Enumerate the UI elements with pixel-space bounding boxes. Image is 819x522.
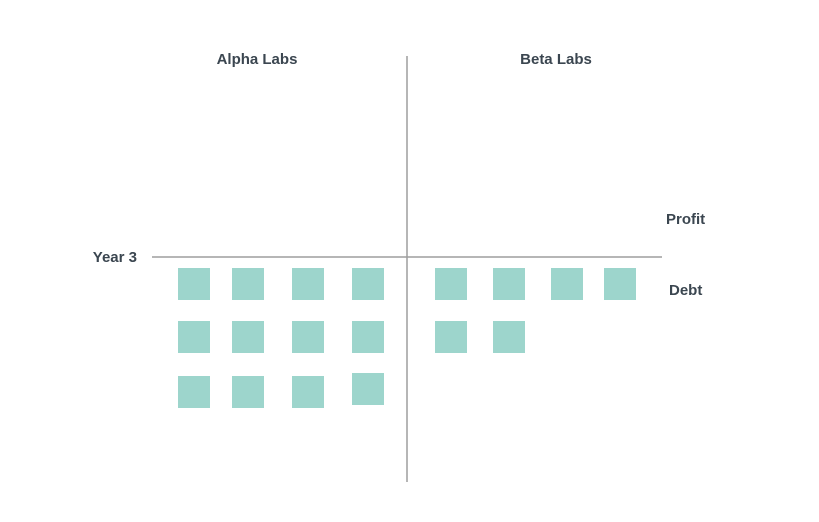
period-label: Year 3 xyxy=(93,249,137,266)
beta-labs-debt-unit xyxy=(435,321,467,353)
alpha-labs-debt-unit xyxy=(232,376,264,408)
alpha-labs-debt-unit xyxy=(232,321,264,353)
alpha-labs-debt-unit xyxy=(178,321,210,353)
column-header-beta-labs: Beta Labs xyxy=(520,51,592,68)
beta-labs-debt-unit xyxy=(435,268,467,300)
alpha-labs-debt-unit xyxy=(178,268,210,300)
alpha-labs-debt-unit xyxy=(292,376,324,408)
beta-labs-debt-unit xyxy=(493,321,525,353)
debt-label: Debt xyxy=(669,282,702,299)
alpha-labs-debt-unit xyxy=(352,321,384,353)
alpha-labs-debt-unit xyxy=(352,268,384,300)
alpha-labs-debt-unit xyxy=(352,373,384,405)
beta-labs-debt-unit xyxy=(493,268,525,300)
beta-labs-debt-unit xyxy=(604,268,636,300)
alpha-labs-debt-unit xyxy=(232,268,264,300)
profit-label: Profit xyxy=(666,211,705,228)
waffle-units xyxy=(178,268,636,408)
beta-labs-debt-unit xyxy=(551,268,583,300)
column-header-alpha-labs: Alpha Labs xyxy=(217,51,298,68)
alpha-labs-debt-unit xyxy=(178,376,210,408)
alpha-labs-debt-unit xyxy=(292,268,324,300)
alpha-labs-debt-unit xyxy=(292,321,324,353)
